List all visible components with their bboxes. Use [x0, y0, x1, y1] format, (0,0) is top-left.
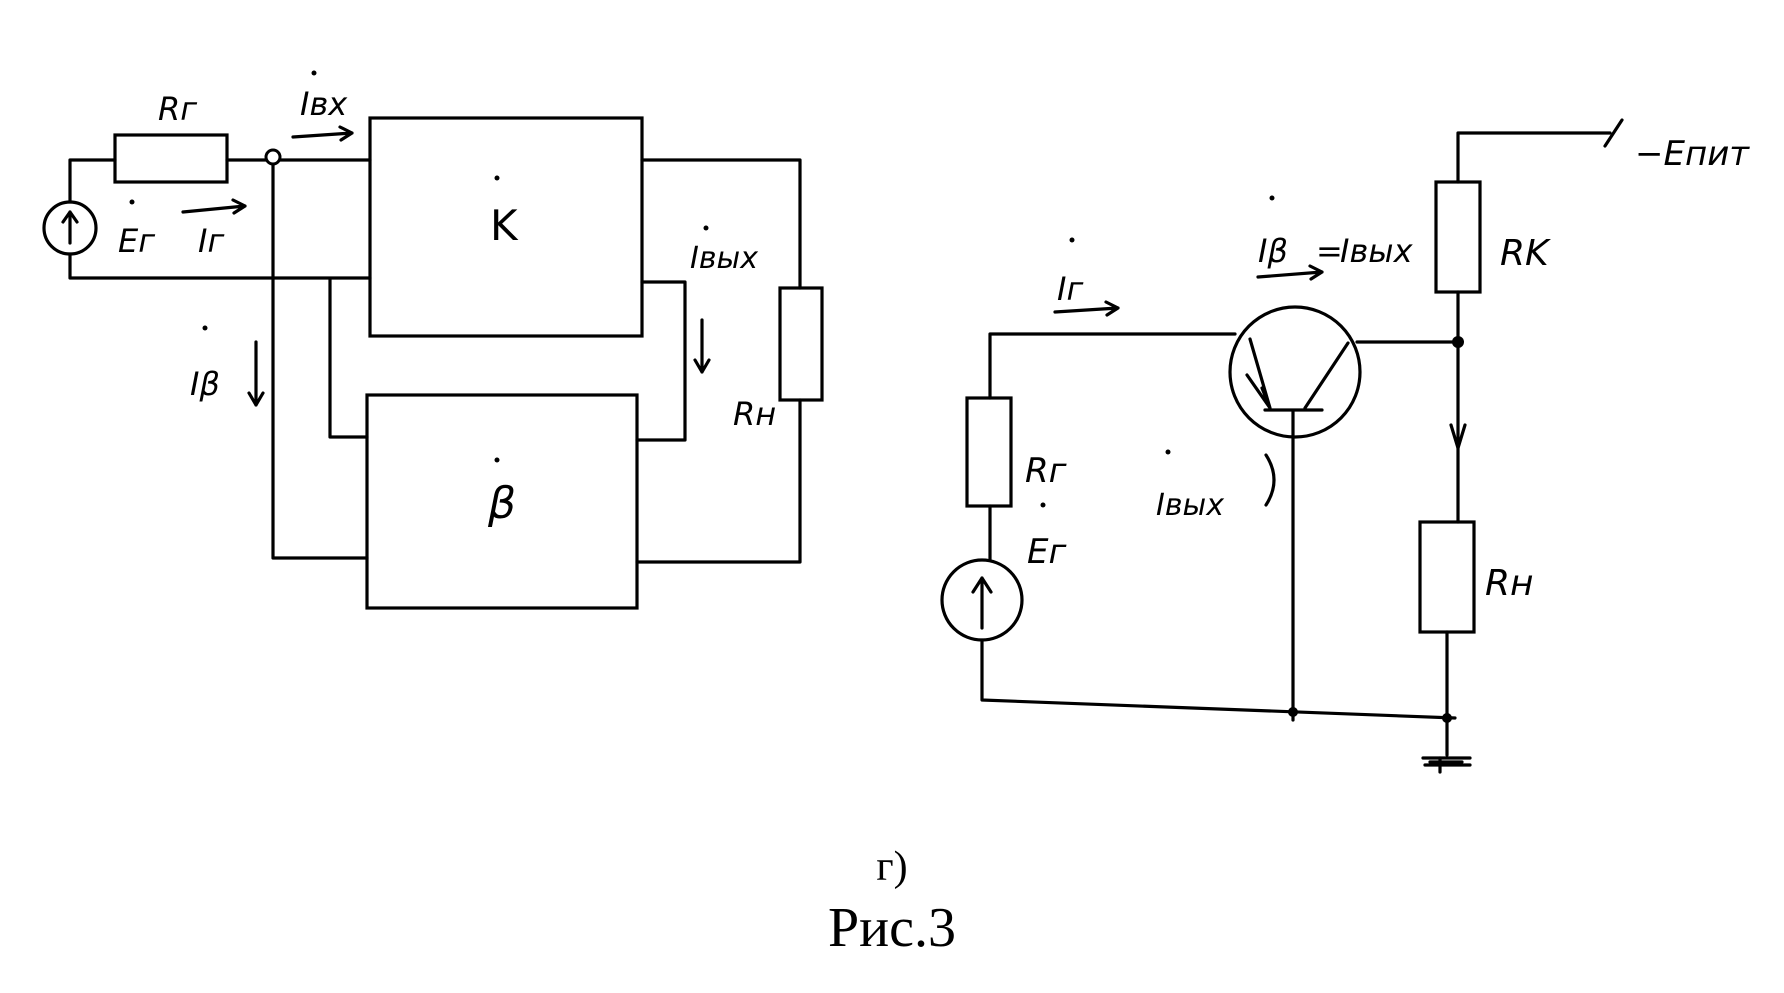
current-ibeta-left-label: Iβ [190, 365, 220, 403]
resistor-rk-label: RK [1500, 233, 1551, 274]
arrow-rk-to-rn [1449, 423, 1467, 450]
current-ig-right-label: Iг [1057, 270, 1083, 308]
current-iout-vertical-label: Iвых [1156, 488, 1224, 523]
resistor-rg-right-label: Rг [1025, 451, 1068, 491]
resistor-rg-left [113, 133, 229, 184]
arrow-iout-vertical [1264, 453, 1276, 507]
current-iout-left-label: Iвых [690, 241, 758, 276]
current-ig-left-label: Iг [198, 222, 224, 260]
ground-symbol [1423, 756, 1472, 774]
source-arrow-left [61, 210, 79, 245]
node-collector [1452, 336, 1464, 348]
node-ground [1442, 713, 1452, 723]
arrow-ibeta-right [1256, 264, 1324, 281]
wire-left [68, 158, 802, 564]
figure-caption: Рис.3 [828, 897, 956, 959]
resistor-rn-right [1418, 520, 1476, 634]
resistor-rn-right-label: Rн [1485, 563, 1534, 604]
resistor-rn-left [778, 286, 824, 402]
node-left-1 [264, 148, 282, 166]
transistor [1228, 305, 1362, 439]
arrow-iin-left [291, 125, 354, 142]
left-circuit: K β Rг Rн Eг Iг Iвх Iβ Iвых [42, 70, 824, 610]
wire-right [980, 131, 1612, 764]
current-iout-right-label: Iвых [1340, 232, 1414, 270]
arrow-ig-left [181, 198, 247, 215]
transistor-electrodes [1245, 337, 1350, 722]
arrow-ig-right [1053, 300, 1120, 317]
supply-label: −Eпит [1635, 134, 1750, 174]
resistor-rn-left-label: Rн [733, 395, 776, 433]
arrow-iout-left [693, 318, 711, 374]
emf-eg-left-label: Eг [118, 222, 155, 260]
block-beta-label: β [487, 478, 516, 529]
supply-terminal [1603, 118, 1624, 148]
resistor-rg-left-label: Rг [158, 90, 197, 128]
source-arrow-right [971, 576, 993, 630]
node-emitter-ground [1288, 707, 1298, 717]
resistor-rg-right [965, 396, 1013, 508]
block-beta [365, 393, 639, 610]
right-circuit: RK Rн Rг Eг −Eпит Iг Iβ = Iвых Iвых [940, 118, 1750, 774]
current-ibeta-right-label: Iβ [1258, 232, 1288, 270]
block-k-label: K [490, 201, 519, 250]
emf-eg-right-label: Eг [1027, 532, 1067, 572]
current-equality-sign: = [1316, 232, 1343, 270]
arrow-ibeta-left [247, 340, 265, 407]
figure-sublabel: г) [876, 844, 907, 890]
block-k [368, 116, 644, 338]
resistor-rk [1434, 180, 1482, 294]
current-iin-left-label: Iвх [300, 85, 348, 123]
